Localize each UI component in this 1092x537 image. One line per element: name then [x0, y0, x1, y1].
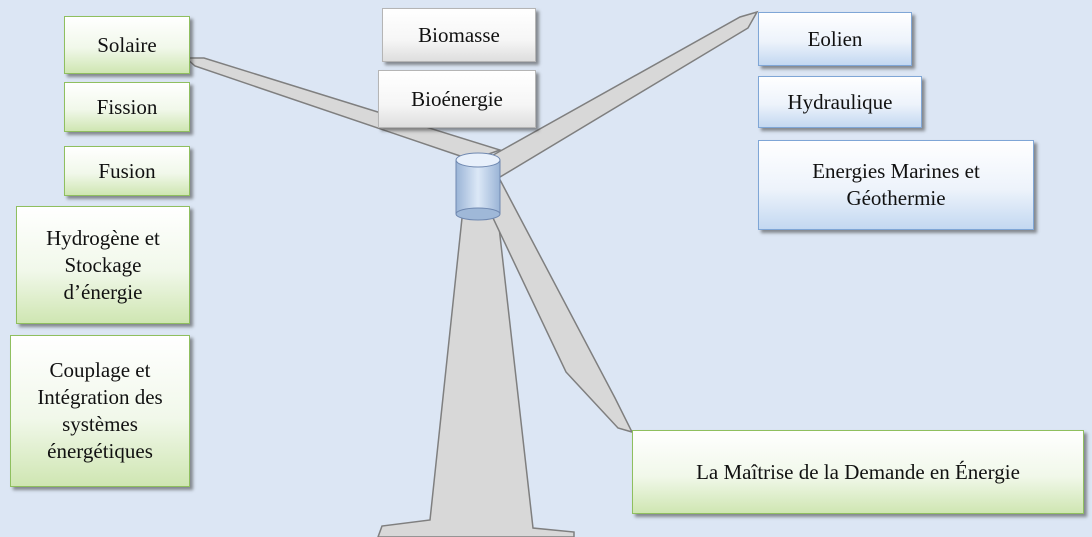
box-biomasse: Biomasse	[382, 8, 536, 62]
box-maitrise-demande-energie: La Maîtrise de la Demande en Énergie	[632, 430, 1084, 514]
turbine-tower	[377, 217, 575, 537]
box-fusion: Fusion	[64, 146, 190, 196]
box-eolien: Eolien	[758, 12, 912, 66]
box-fission: Fission	[64, 82, 190, 132]
turbine-hub	[455, 152, 501, 221]
box-bioenergie: Bioénergie	[378, 70, 536, 128]
box-energies-marines-geothermie: Energies Marines et Géothermie	[758, 140, 1034, 230]
box-hydrogene-stockage: Hydrogène et Stockage d’énergie	[16, 206, 190, 324]
box-solaire: Solaire	[64, 16, 190, 74]
box-hydraulique: Hydraulique	[758, 76, 922, 128]
box-couplage-integration: Couplage et Intégration des systèmes éne…	[10, 335, 190, 487]
turbine-blade-left	[184, 57, 503, 161]
